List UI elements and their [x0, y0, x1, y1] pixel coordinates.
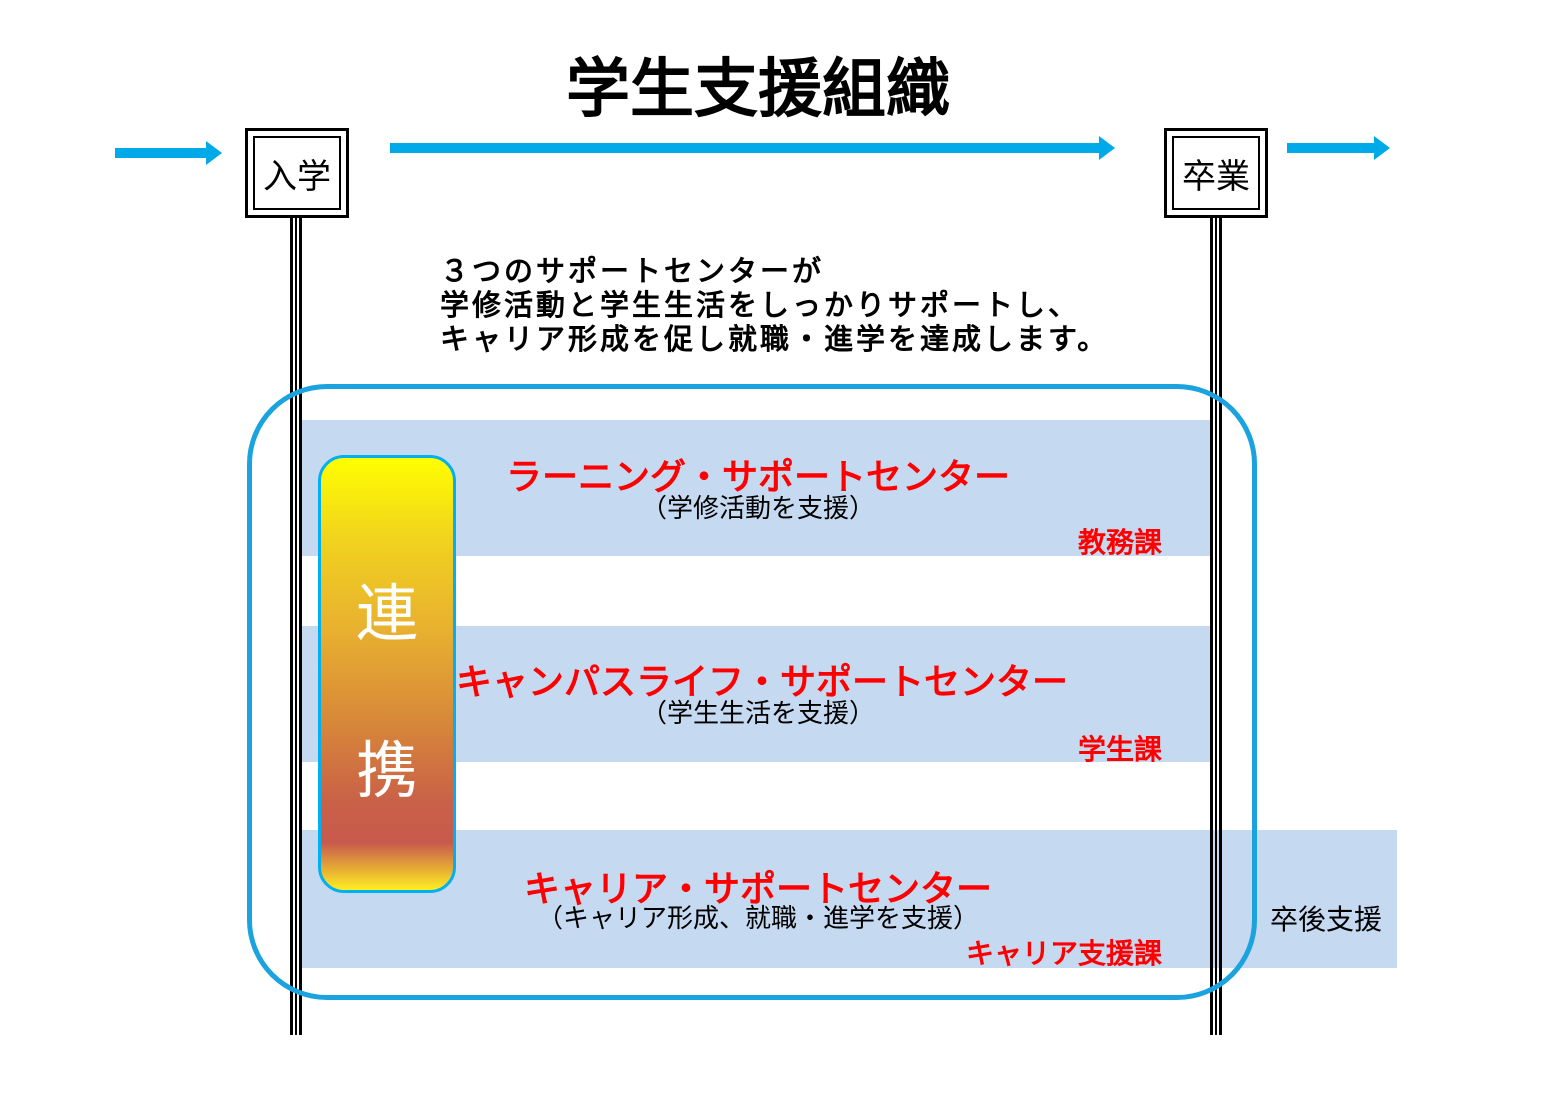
- career-center-description: （キャリア形成、就職・進学を支援）: [536, 904, 979, 934]
- after-graduation-support-label: 卒後支援: [1270, 903, 1383, 936]
- career-center-department: キャリア支援課: [965, 937, 1162, 970]
- learning-center-department: 教務課: [1077, 526, 1162, 559]
- enrollment-post: [290, 214, 302, 1035]
- enrollment-label: 入学: [253, 136, 341, 210]
- graduation-sign: 卒業: [1164, 128, 1268, 218]
- campus-life-center-name: キャンパスライフ・サポートセンター: [456, 662, 1069, 703]
- arrow-study-period: [390, 136, 1115, 160]
- campus-life-center-department: 学生課: [1077, 733, 1162, 766]
- arrow-after-graduation: [1287, 136, 1390, 160]
- career-center-name: キャリア・サポートセンター: [523, 869, 992, 910]
- cooperation-char-2: 携: [355, 734, 418, 807]
- graduation-post: [1210, 214, 1222, 1035]
- support-centers-outline: [247, 384, 1257, 1000]
- graduation-label: 卒業: [1172, 136, 1260, 210]
- cooperation-pill: [318, 455, 456, 893]
- learning-center-name: ラーニング・サポートセンター: [505, 457, 1010, 498]
- intro-line-1: ３つのサポートセンターが: [440, 254, 825, 288]
- enrollment-sign: 入学: [245, 128, 349, 218]
- diagram-title: 学生支援組織: [566, 53, 950, 127]
- intro-line-2: 学修活動と学生生活をしっかりサポートし、: [440, 288, 1081, 322]
- cooperation-char-1: 連: [355, 577, 418, 650]
- intro-line-3: キャリア形成を促し就職・進学を達成します。: [440, 322, 1110, 356]
- learning-center-description: （学修活動を支援）: [640, 494, 875, 524]
- arrow-before-enrollment: [115, 141, 222, 165]
- campus-life-center-description: （学生生活を支援）: [640, 699, 875, 729]
- intro-text: ３つのサポートセンターが 学修活動と学生生活をしっかりサポートし、 キャリア形成…: [440, 254, 1109, 356]
